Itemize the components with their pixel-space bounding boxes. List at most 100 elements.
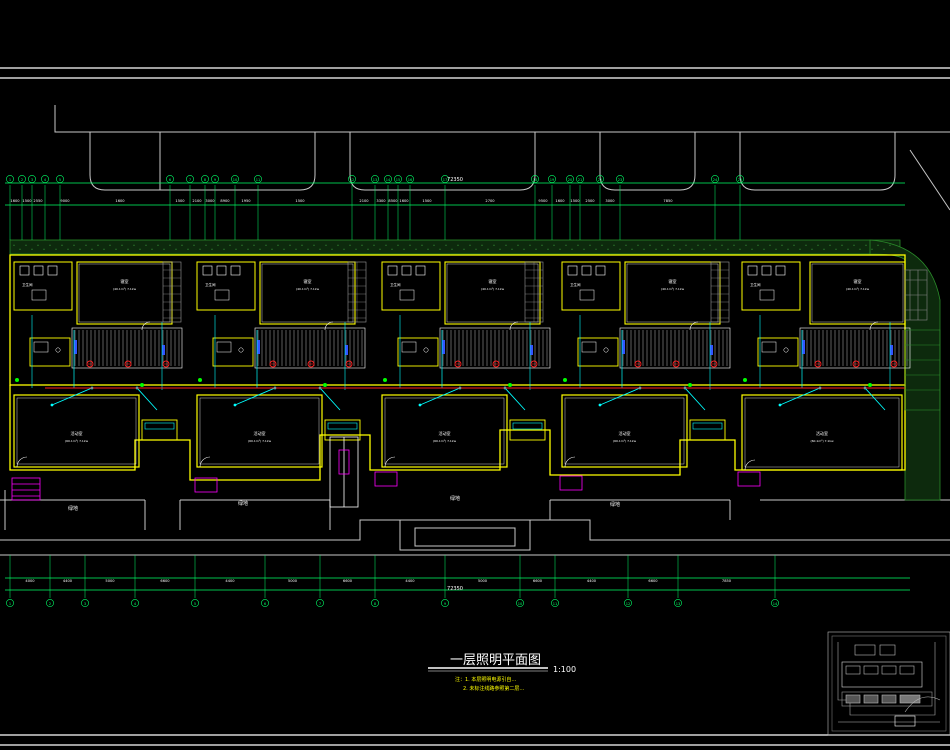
- exit-light: [198, 378, 202, 382]
- dimension-value: 4400: [225, 579, 235, 583]
- room-area: (40.1m²) 7.1kw: [846, 287, 870, 291]
- room-label: 寝室: [854, 278, 862, 284]
- ceiling-light: [672, 360, 680, 368]
- panel-board: [442, 340, 445, 354]
- dimension-value: 2700: [485, 199, 495, 203]
- toilet-fixture: [19, 265, 30, 276]
- room-label: 活动室: [254, 430, 266, 436]
- panel-board: [74, 340, 77, 354]
- dimension-value: 5000: [288, 579, 298, 583]
- dimension-value: 7850: [722, 579, 732, 583]
- exit-light: [743, 378, 747, 382]
- corridor-hatch: [71, 327, 183, 369]
- door-swing: [384, 456, 396, 468]
- dimension-value: 4000: [25, 579, 35, 583]
- door-swing: [744, 459, 756, 471]
- ceiling-light: [603, 347, 609, 353]
- toilet-fixture: [230, 265, 241, 276]
- dimension-value: 8900: [220, 199, 230, 203]
- dimension-value: 5000: [105, 579, 115, 583]
- panel-board: [530, 345, 533, 355]
- dimension-value: 4400: [63, 579, 73, 583]
- axis-bubble-label: 13: [676, 602, 681, 606]
- axis-bubble-label: 25: [738, 178, 743, 182]
- ceiling-light: [345, 360, 353, 368]
- drawing-title-block: 一层照明平面图 1:100 注：1. 本层照明电源引自… 2. 未标注线路参照第…: [428, 653, 576, 692]
- ceiling-light: [454, 360, 462, 368]
- room-area: (60.1m²) 7.1kw: [248, 439, 272, 443]
- room-area: (60.1m²) 7.1kw: [810, 439, 834, 443]
- dimension-value: 1500: [175, 199, 185, 203]
- dimension-value: 1500: [22, 199, 32, 203]
- ceiling-light: [423, 347, 429, 353]
- dimension-value: 2500: [585, 199, 595, 203]
- dimension-value: 3000: [605, 199, 615, 203]
- toilet-fixture: [567, 265, 578, 276]
- toilet-fixture: [401, 265, 412, 276]
- axis-bubble-label: 6: [169, 178, 172, 182]
- toilet-fixture: [581, 265, 592, 276]
- axis-bubble-label: 3: [84, 602, 86, 606]
- outdoor-label: 绿地: [610, 501, 620, 508]
- room-label: 寝室: [489, 278, 497, 284]
- door-swing: [509, 321, 519, 331]
- toilet-fixture: [775, 265, 786, 276]
- room-area: (40.1m²) 7.1kw: [481, 287, 505, 291]
- junction-box: [418, 403, 422, 407]
- toilet-fixture: [47, 265, 58, 276]
- panel-board: [710, 345, 713, 355]
- ceiling-light: [55, 347, 61, 353]
- junction-box: [233, 403, 237, 407]
- small-room: [29, 337, 71, 367]
- axis-bubble-label: 10: [233, 178, 238, 182]
- exit-light: [868, 383, 872, 387]
- corridor-hatch: [254, 327, 366, 369]
- dimension-value: 1600: [555, 199, 565, 203]
- dimension-value: 1600: [399, 199, 409, 203]
- toilet-wall: [381, 261, 441, 311]
- room-area: (60.1m²) 7.1kw: [613, 439, 637, 443]
- dimension-value: 1500: [570, 199, 580, 203]
- dimension-value: 2550: [33, 199, 43, 203]
- dimension-value: 6600: [160, 579, 170, 583]
- bottom-overall-dimension: 72350: [447, 586, 463, 592]
- axis-bubble-label: 12: [350, 178, 355, 182]
- axis-bubble-label: 6: [264, 602, 267, 606]
- axis-bubble-label: 1: [9, 178, 11, 182]
- axis-bubble-label: 23: [618, 178, 623, 182]
- axis-bubble-label: 2: [49, 602, 51, 606]
- outdoor-label: 绿地: [238, 500, 248, 507]
- dimension-value: 3000: [205, 199, 215, 203]
- panel-board: [622, 340, 625, 354]
- porch-wall: [324, 419, 361, 441]
- toilet-label: 卫生间: [205, 282, 216, 287]
- ceiling-light: [307, 360, 315, 368]
- corridor-hatch: [799, 327, 911, 369]
- room-label: 寝室: [669, 278, 677, 284]
- ceiling-light: [890, 360, 898, 368]
- ceiling-light: [269, 360, 277, 368]
- dimension-value: 1600: [10, 199, 20, 203]
- dimension-value: 4400: [587, 579, 597, 583]
- room-label: 活动室: [816, 430, 828, 436]
- toilet-wall: [196, 261, 256, 311]
- ceiling-light: [530, 360, 538, 368]
- room-label: 活动室: [71, 430, 83, 436]
- ceiling-light: [710, 360, 718, 368]
- panel-board: [162, 345, 165, 355]
- ceiling-light: [814, 360, 822, 368]
- activity-room-wall: [741, 394, 903, 471]
- outdoor-label: 绿地: [68, 505, 78, 512]
- toilet-label: 卫生间: [22, 282, 33, 287]
- junction-box: [778, 403, 782, 407]
- exit-light: [563, 378, 567, 382]
- door-swing: [324, 321, 334, 331]
- exit-light: [140, 383, 144, 387]
- toilet-fixture: [33, 265, 44, 276]
- ceiling-light: [492, 360, 500, 368]
- axis-bubble-label: 4: [44, 178, 47, 182]
